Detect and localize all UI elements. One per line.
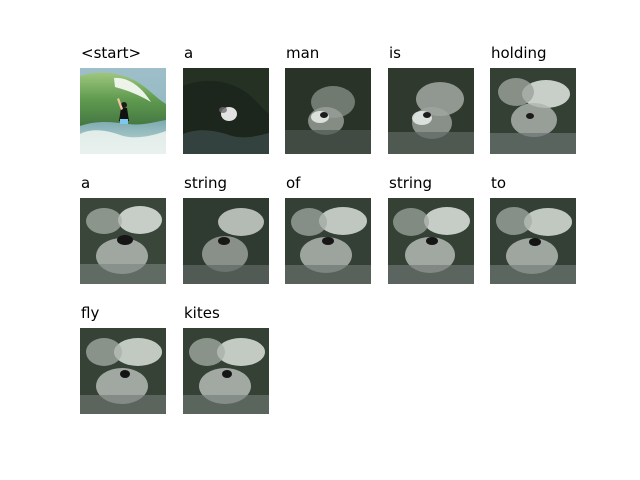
caption-word-string: string <box>389 174 433 192</box>
surfer-photo <box>80 68 166 154</box>
caption-word-man: man <box>286 44 320 62</box>
attention-map <box>183 328 269 414</box>
attention-map-image <box>80 328 166 414</box>
attention-map-image <box>388 68 474 154</box>
attention-map-image <box>388 198 474 284</box>
caption-word-holding: holding <box>491 44 547 62</box>
attention-map <box>183 198 269 284</box>
panel-1: <start> <box>80 44 166 164</box>
attention-map <box>388 198 474 284</box>
panel-9: string <box>388 174 474 294</box>
attention-map-image <box>80 198 166 284</box>
panel-6: a <box>80 174 166 294</box>
panel-4: is <box>388 44 474 164</box>
caption-word-a: a <box>184 44 194 62</box>
attention-map-image <box>490 198 576 284</box>
panel-10: to <box>490 174 576 294</box>
caption-word-to: to <box>491 174 507 192</box>
attention-map <box>285 198 371 284</box>
panel-12: kites <box>183 304 269 424</box>
attention-map <box>388 68 474 154</box>
panel-11: fly <box>80 304 166 424</box>
caption-word-of: of <box>286 174 301 192</box>
attention-map-image <box>183 198 269 284</box>
attention-map <box>285 68 371 154</box>
caption-word-fly: fly <box>81 304 100 322</box>
caption-word-is: is <box>389 44 401 62</box>
attention-map <box>183 68 269 154</box>
attention-map-image <box>183 328 269 414</box>
caption-word-string: string <box>184 174 228 192</box>
panel-2: a <box>183 44 269 164</box>
attention-map <box>80 328 166 414</box>
attention-map-image <box>285 68 371 154</box>
attention-map-image <box>285 198 371 284</box>
caption-word-a: a <box>81 174 91 192</box>
surfer-photo-image <box>80 68 166 154</box>
caption-word-start: <start> <box>81 44 142 62</box>
attention-map-image <box>490 68 576 154</box>
attention-map-image <box>183 68 269 154</box>
attention-map <box>490 68 576 154</box>
caption-word-kites: kites <box>184 304 220 322</box>
panel-8: of <box>285 174 371 294</box>
panel-7: string <box>183 174 269 294</box>
panel-3: man <box>285 44 371 164</box>
attention-map <box>80 198 166 284</box>
panel-5: holding <box>490 44 576 164</box>
attention-map <box>490 198 576 284</box>
